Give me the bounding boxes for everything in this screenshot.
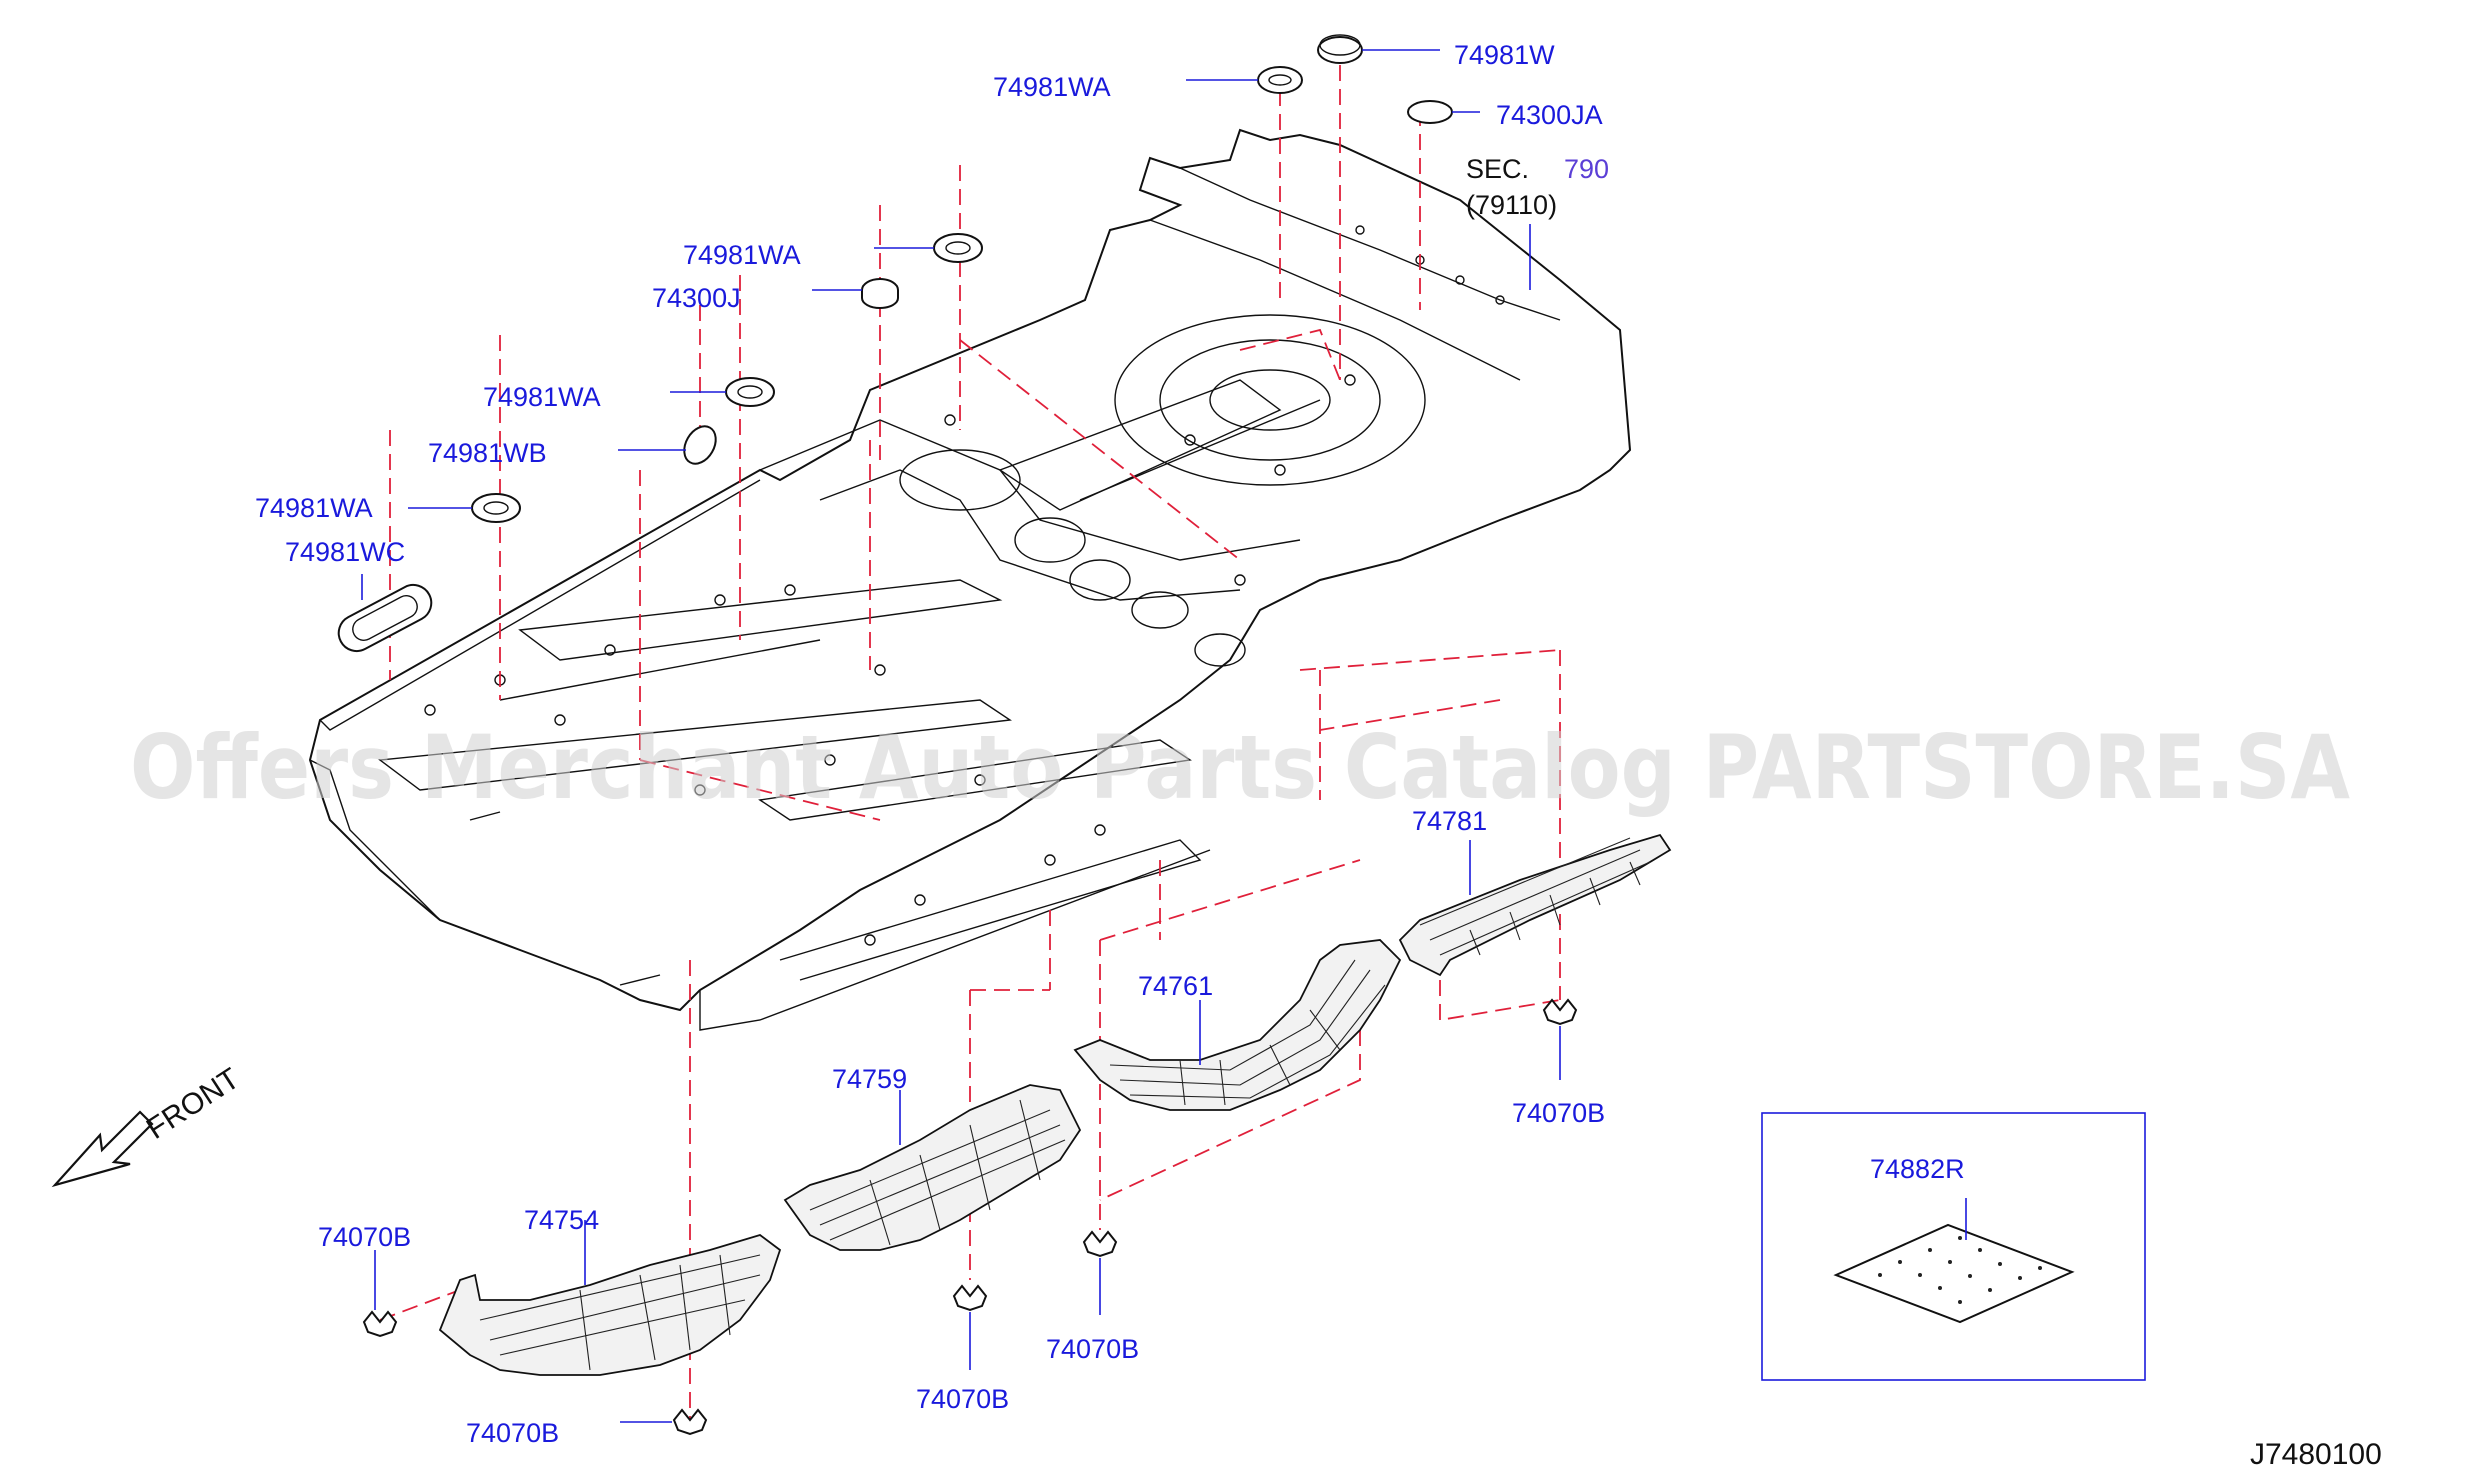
- callout-74981wa: 74981WA: [255, 493, 373, 523]
- clip-74070b-2: [1082, 1230, 1118, 1258]
- plug-74981wa-2: [933, 233, 983, 263]
- callout-labels: 74981W 74981WA 74300JA SEC. 790 (79110) …: [255, 40, 1965, 1448]
- plug-74981wa-1: [1257, 66, 1303, 94]
- callout-74981wc: 74981WC: [285, 537, 405, 567]
- insert-box-74882r: [1761, 1112, 2146, 1381]
- callout-74759: 74759: [832, 1064, 907, 1094]
- callout-74070b: 74070B: [1046, 1334, 1139, 1364]
- insulator-sheet: [1833, 1223, 2075, 1324]
- plug-74981wa-4: [471, 493, 521, 523]
- front-label: FRONT: [141, 1062, 246, 1146]
- floor-panel: [308, 128, 1632, 1031]
- plug-74981wc: [337, 583, 433, 653]
- plug-74981wa-3: [725, 377, 775, 407]
- callout-74981wa: 74981WA: [993, 72, 1111, 102]
- watermark: Offers Merchant Auto Parts Catalog PARTS…: [130, 716, 2350, 819]
- section-sub: (79110): [1466, 190, 1557, 220]
- plug-74300ja: [1407, 100, 1453, 124]
- clip-74070b-4: [362, 1310, 398, 1338]
- callout-74981wa: 74981WA: [483, 382, 601, 412]
- plug-74300j: [861, 278, 899, 309]
- clip-74070b-1: [1542, 998, 1578, 1026]
- front-direction-indicator: FRONT: [51, 1062, 246, 1188]
- callout-74882r: 74882R: [1870, 1154, 1965, 1184]
- callout-74981w: 74981W: [1454, 40, 1555, 70]
- callout-74070b: 74070B: [916, 1384, 1009, 1414]
- heat-shield-74754: [438, 1234, 782, 1376]
- callout-74070b: 74070B: [1512, 1098, 1605, 1128]
- clip-74070b-3: [952, 1284, 988, 1312]
- callout-74761: 74761: [1138, 971, 1213, 1001]
- diagram-id: J7480100: [2250, 1438, 2382, 1471]
- callout-74070b: 74070B: [466, 1418, 559, 1448]
- callout-74781: 74781: [1412, 806, 1487, 836]
- callout-74070b: 74070B: [318, 1222, 411, 1252]
- heat-shield-74759: [783, 1084, 1082, 1251]
- section-prefix: SEC.: [1466, 154, 1529, 184]
- assembly-lines: [379, 65, 1561, 1420]
- section-number: 790: [1564, 154, 1609, 184]
- leader-lines: [361, 49, 1561, 1423]
- callout-74981wa: 74981WA: [683, 240, 801, 270]
- heat-shield-74781: [1398, 833, 1672, 977]
- plug-74981w: [1317, 34, 1363, 64]
- callout-74981wb: 74981WB: [428, 438, 547, 468]
- clip-74070b-5: [672, 1408, 708, 1436]
- callout-74300ja: 74300JA: [1496, 100, 1603, 130]
- callout-74300j: 74300J: [652, 283, 741, 313]
- plug-74981wb: [683, 425, 717, 465]
- callout-74754: 74754: [524, 1205, 599, 1235]
- front-arrow-icon: [51, 1110, 154, 1188]
